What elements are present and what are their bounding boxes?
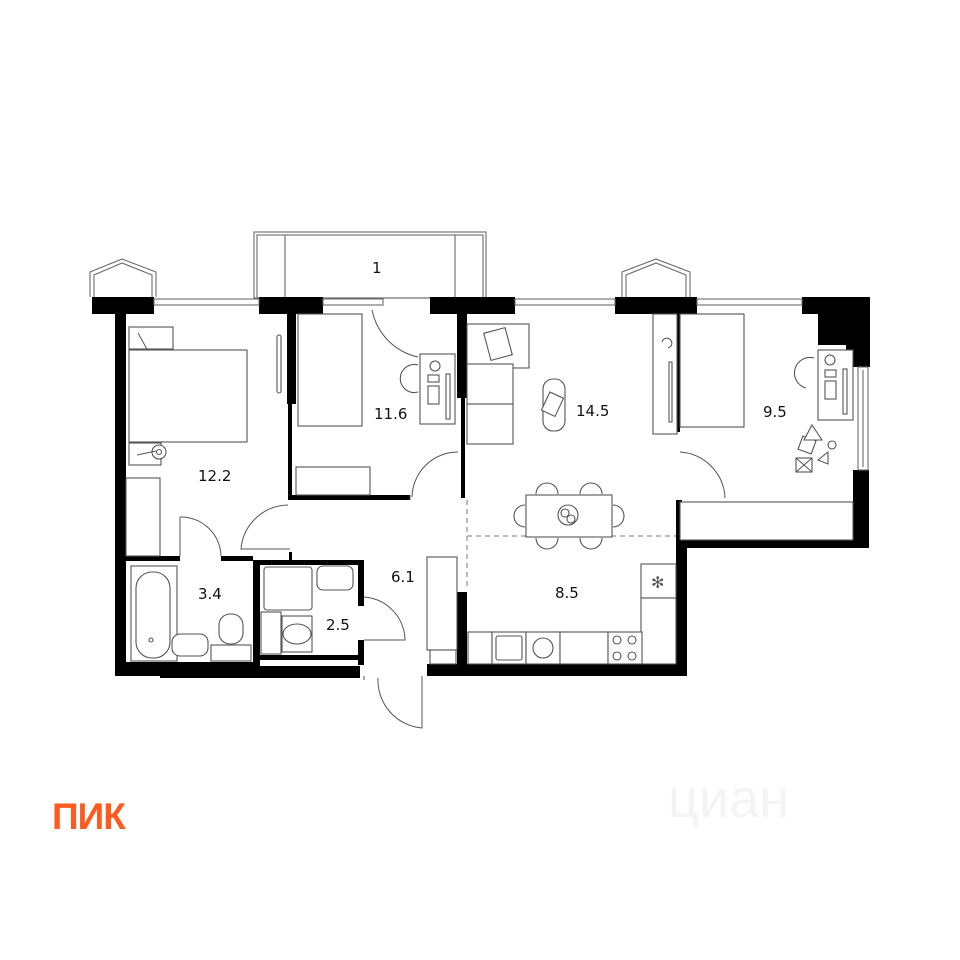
bedroom-2-furniture [295, 309, 456, 496]
room-area-balcony: 1 [372, 259, 382, 277]
room-area-bedroom-2: 11.6 [374, 405, 407, 423]
room-area-bedroom-3: 9.5 [763, 403, 787, 421]
hallway-doors [179, 451, 459, 729]
kitchen-furniture: ✻ [426, 482, 677, 665]
room-area-bedroom-1: 12.2 [198, 467, 231, 485]
bedroom-3-furniture [679, 313, 854, 541]
bay-window-right [621, 258, 691, 297]
svg-text:✻: ✻ [651, 573, 664, 592]
living-room-furniture [466, 313, 678, 445]
room-area-hallway: 6.1 [391, 568, 415, 586]
room-area-living-room: 14.5 [576, 402, 609, 420]
room-area-toilet: 2.5 [326, 616, 350, 634]
bedroom-1-furniture [125, 326, 282, 557]
windows [153, 298, 869, 471]
watermark-logo: циан [668, 769, 789, 829]
bay-window-left [89, 258, 157, 297]
bathroom-fixtures [130, 565, 252, 662]
room-labels: 1 12.2 11.6 14.5 9.5 8.5 6.1 3.4 2.5 [198, 259, 787, 634]
room-area-bathroom: 3.4 [198, 585, 222, 603]
balcony [253, 231, 487, 299]
developer-logo: ПИК [52, 796, 126, 837]
toilet-fixtures [260, 565, 354, 655]
room-area-kitchen: 8.5 [555, 584, 579, 602]
